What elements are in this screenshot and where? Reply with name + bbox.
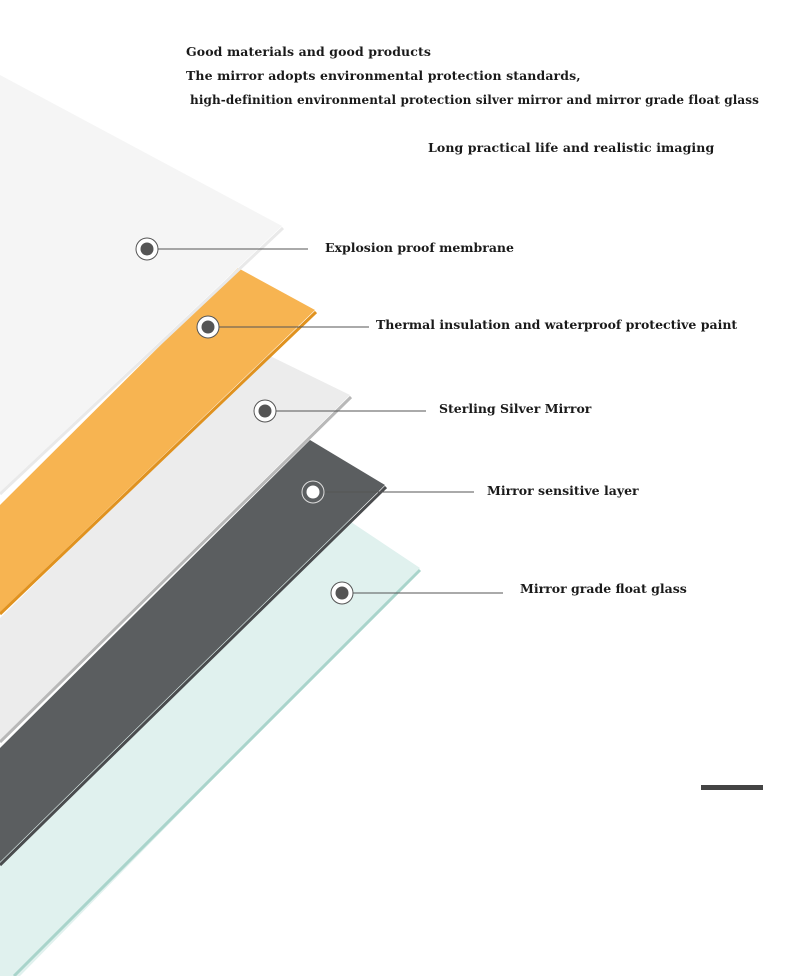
marker-dot [306, 485, 320, 499]
silver-layer [0, 355, 350, 740]
callout-paint [196, 315, 369, 339]
paint-edge [0, 310, 318, 616]
membrane-layer [0, 75, 282, 492]
label-membrane: Explosion proof membrane [325, 240, 514, 255]
label-silver: Sterling Silver Mirror [439, 401, 592, 416]
intro-line-3: high-definition environmental protection… [190, 93, 759, 107]
label-sensitive: Mirror sensitive layer [487, 483, 639, 498]
callout-glass [330, 581, 503, 605]
float-glass-edge [12, 568, 422, 978]
marker-dot [201, 320, 215, 334]
marker-dot [140, 242, 154, 256]
intro-line-4: Long practical life and realistic imagin… [428, 140, 715, 155]
intro-line-2: The mirror adopts environmental protecti… [186, 68, 581, 83]
callout-sensitive [301, 480, 474, 504]
callout-silver [253, 399, 426, 423]
label-glass: Mirror grade float glass [520, 581, 687, 596]
label-paint: Thermal insulation and waterproof protec… [376, 317, 738, 332]
accent-bar [701, 785, 763, 790]
intro-line-1: Good materials and good products [186, 44, 431, 59]
sensitive-layer [0, 440, 385, 862]
marker-dot [258, 404, 272, 418]
marker-dot [335, 586, 349, 600]
membrane-edge [0, 226, 285, 496]
paint-layer [0, 268, 315, 612]
callout-membrane [135, 237, 308, 261]
float-glass-layer [0, 518, 420, 976]
sensitive-edge [0, 485, 388, 867]
silver-edge [0, 395, 353, 744]
